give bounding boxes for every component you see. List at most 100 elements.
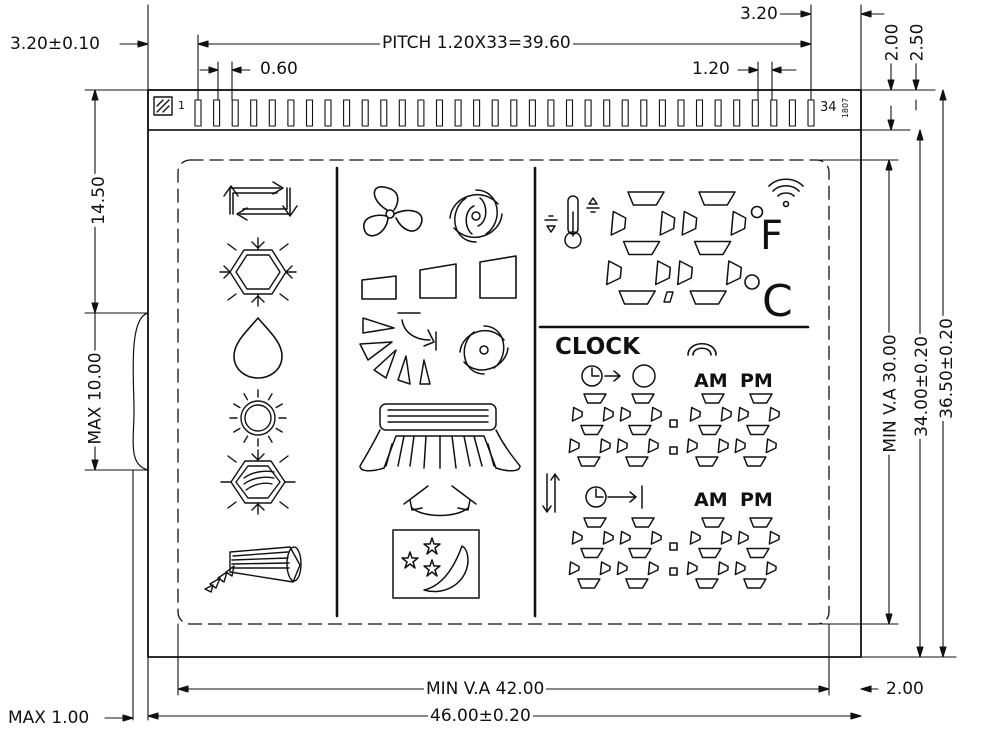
clock-label: CLOCK [555,334,640,360]
max-thickness-label: MAX 10.00 [85,350,106,447]
timer-digit-4 [734,517,780,589]
pin [640,99,648,127]
outline [147,89,862,658]
pin [565,99,574,127]
pin [510,99,518,127]
timer-digit-1 [568,517,614,589]
temp-digit-1 [605,191,676,305]
ionizer-icon [204,546,302,593]
pin [324,99,332,127]
sleep-icon [392,529,480,599]
clock-digits [568,393,781,589]
height-inner-label: 34.00±0.20 [911,334,932,439]
clock-digit-2 [616,393,663,467]
total-width-label: 46.00±0.20 [428,706,533,726]
dry-drop-icon [233,317,283,379]
fan-icon [363,186,423,237]
pin [435,99,444,127]
pin [714,99,722,127]
pin [231,99,239,127]
top-margin-a-label: 2.00 [882,21,903,64]
unit-fahrenheit: F [760,213,784,259]
pin [398,99,406,127]
temperature-digits [605,191,747,305]
pin [491,99,499,127]
min-va-width-label: MIN V.A 42.00 [424,679,547,699]
pin [751,99,759,127]
pin-width-label: 0.60 [258,59,300,79]
pin-last-number: 34 [820,100,837,115]
indoor-unit-icon [359,403,521,472]
pin [621,99,629,127]
pin [677,99,685,127]
pin [547,99,555,127]
pin [305,99,314,127]
pin [473,99,481,127]
pin [788,99,796,127]
timer-digit-2 [616,517,662,589]
pin [361,99,369,127]
clock-digit-3 [686,393,733,467]
pin [770,99,778,127]
up-down-arrows-icon [542,473,560,513]
right-margin-label: 2.00 [884,679,926,699]
pin [213,99,221,127]
pin [603,99,611,127]
pin [658,99,666,127]
pm-label-2: PM [740,489,773,511]
pin [695,99,704,127]
logo-icon [153,96,173,116]
pin [250,99,258,127]
pin [343,99,351,127]
pitch-label: PITCH 1.20X33=39.60 [380,33,573,53]
pin [733,99,741,127]
pin [194,99,202,127]
min-va-height-label: MIN V.A 30.00 [880,332,901,455]
unit-celsius: C [762,276,793,327]
clock-colons [669,419,678,576]
temp-digit-2 [676,191,747,305]
vertical-swing-icon [403,485,477,517]
pin [380,99,388,127]
auto-fan-icon [449,189,503,243]
segment-dividers [335,166,810,618]
pin-offset-right-label: 3.20 [738,4,780,24]
thermometer-icon [544,195,600,249]
pin [807,99,815,127]
max-lead-label: MAX 1.00 [6,708,92,728]
pin [528,99,536,127]
viewing-area [177,159,830,625]
timer-off-icon [585,485,643,509]
timer-digit-3 [686,517,732,589]
pin [268,99,276,127]
pin-first-number: 1 [178,99,185,112]
height-outer-label: 36.50±0.20 [936,316,957,421]
cool-snowflake-icon [219,237,297,307]
pin [584,99,592,127]
pin [287,99,295,127]
pin-code: 1807 [841,97,851,119]
am-label-2: AM [694,489,728,511]
pin [417,99,425,127]
fresh-air-icon [220,449,296,515]
pin-strip [194,99,815,127]
wifi-icon [768,178,804,208]
fan-speed-bars [361,255,517,300]
pin [454,99,462,127]
cycle-icon [223,181,298,221]
swing-vane-icon [359,312,437,385]
heat-sun-icon [229,389,287,447]
timer-on-icon [581,364,656,388]
top-margin-b-label: 2.50 [907,21,928,64]
am-label-1: AM [694,370,728,392]
clock-digit-4 [734,393,781,467]
clock-dial-icon [687,342,717,356]
pm-label-1: PM [740,370,773,392]
temp-decimal-point [663,291,674,303]
clock-digit-1 [568,393,615,467]
left-height-label: 14.50 [88,174,109,227]
pin-pitch-label: 1.20 [690,59,732,79]
pin-offset-left-label: 3.20±0.10 [8,34,102,54]
auto-swing-icon [459,325,509,375]
